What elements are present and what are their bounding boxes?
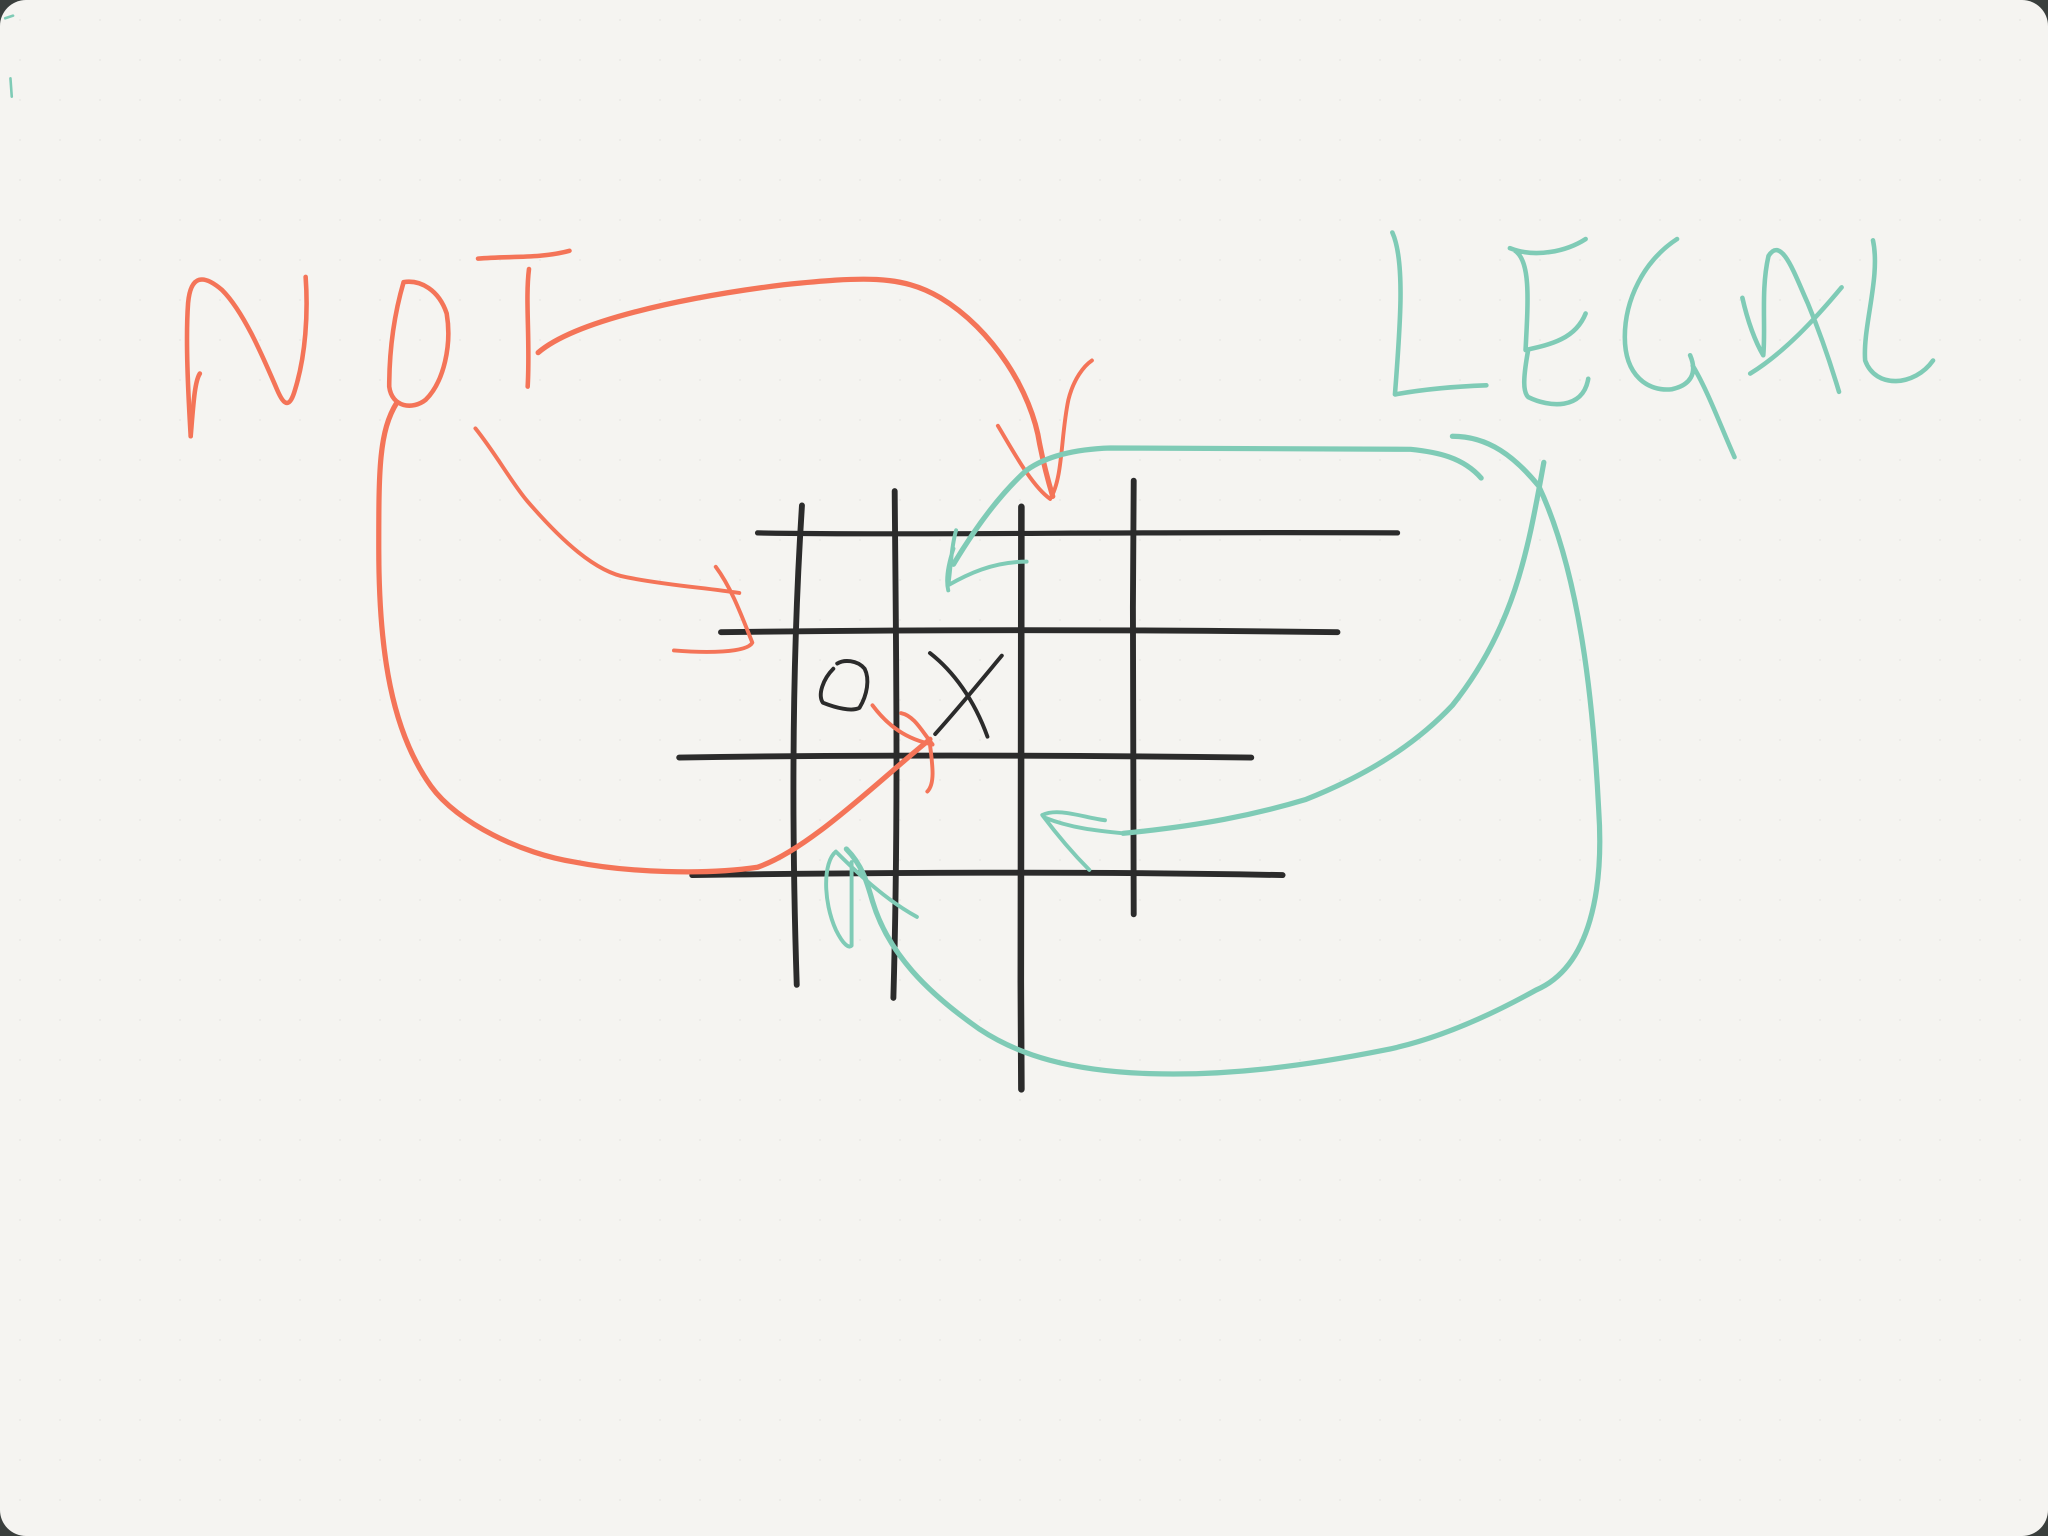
- tic-tac-toe-grid: [676, 477, 1401, 1093]
- legal-letter-a: [1740, 247, 1844, 395]
- grid-line-h2: [718, 627, 1341, 636]
- not-arrow-top-head: [995, 358, 1094, 501]
- legal-arrow-bottom: [843, 433, 1603, 1077]
- not-arrow-bottom: [376, 399, 933, 875]
- legal-arrow-mid: [1120, 459, 1547, 836]
- stray-marks: [3, 14, 15, 98]
- not-arrow-bottom-head: [870, 703, 935, 794]
- legal-letter-l: [1390, 230, 1489, 397]
- legal-arrow-bottom-head: [824, 849, 919, 949]
- legal-letter-e: [1507, 236, 1591, 407]
- legal-arrows: [824, 433, 1603, 1077]
- grid-line-h1: [754, 530, 1401, 537]
- legal-arrow-mid-head: [1040, 810, 1126, 872]
- grid-line-v1: [790, 502, 805, 988]
- not-arrow-mid-head: [671, 564, 755, 654]
- legal-arrow-top: [950, 445, 1484, 567]
- legal-letter-l2: [1862, 238, 1936, 384]
- grid-line-h4: [689, 869, 1286, 879]
- o-mark: [818, 659, 870, 712]
- not-arrow-mid: [473, 426, 742, 595]
- grid-line-h3: [676, 752, 1255, 761]
- grid-line-v3: [1017, 503, 1025, 1093]
- legal-label-drawing: [1390, 230, 1936, 460]
- x-mark: [927, 651, 1004, 739]
- grid-line-v4: [1129, 477, 1137, 918]
- not-label-drawing: [184, 248, 572, 439]
- grid-line-v2: [890, 488, 900, 1001]
- not-arrows: [376, 276, 1094, 875]
- legal-letter-g: [1622, 236, 1737, 460]
- not-arrow-top: [535, 276, 1056, 499]
- legal-arrow-top-head: [945, 528, 1029, 593]
